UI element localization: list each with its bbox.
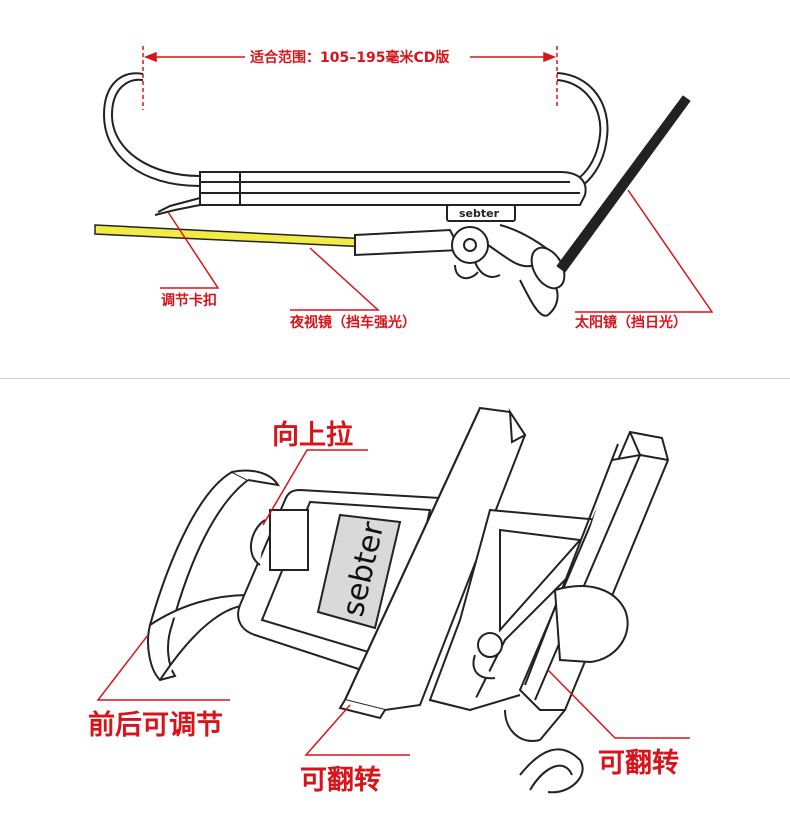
- brand-logo-small: sebter: [459, 207, 500, 220]
- callout-flip-right: 可翻转: [598, 748, 679, 779]
- callout-clip: 调节卡扣: [161, 292, 217, 309]
- callout-lines-bottom: [96, 449, 690, 756]
- clip-main-body: [154, 171, 587, 216]
- center-flip-arm: [338, 406, 527, 720]
- brand-plate: sebter: [446, 204, 516, 222]
- lens-hinge-arms: [354, 224, 566, 317]
- left-curved-clip: [147, 469, 281, 682]
- side-view-diagram: 适合范围：105–195毫米CD版 sebter: [94, 46, 714, 331]
- range-dimension-line: [142, 46, 558, 110]
- callout-flip-left: 可翻转: [300, 765, 381, 796]
- perspective-diagram-panel: sebter: [0, 380, 790, 834]
- right-rail-block: [428, 508, 602, 712]
- callout-pull-up: 向上拉: [272, 419, 353, 451]
- range-label: 适合范围：105–195毫米CD版: [250, 49, 449, 66]
- night-lens: [94, 224, 391, 249]
- perspective-diagram: sebter: [88, 406, 690, 796]
- callout-night-lens: 夜视镜（挡车强光）: [289, 314, 416, 331]
- callout-sun-lens: 太阳镜（挡日光）: [575, 314, 687, 331]
- sun-lens: [556, 95, 691, 273]
- callout-lines-top: [160, 189, 714, 313]
- side-view-diagram-panel: 适合范围：105–195毫米CD版 sebter: [0, 0, 790, 379]
- callout-adjust: 前后可调节: [88, 709, 223, 741]
- right-lower-bracket: [504, 585, 629, 794]
